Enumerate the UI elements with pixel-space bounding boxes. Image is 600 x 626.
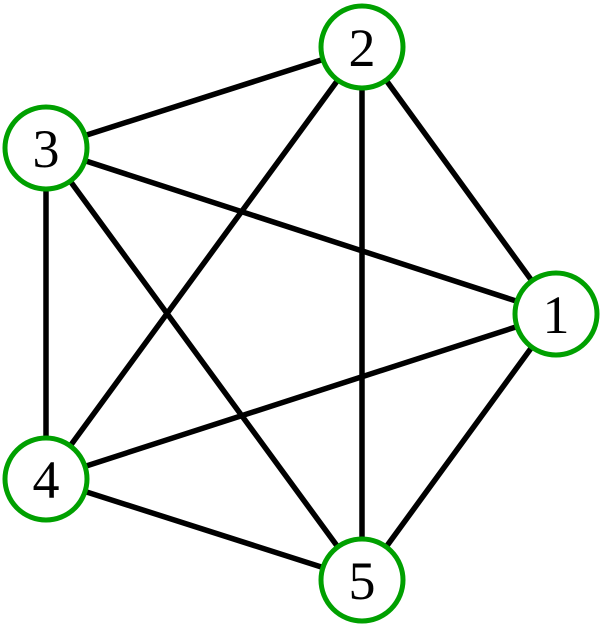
node-label-3: 3 (33, 119, 60, 179)
node-circle-2 (318, 3, 406, 91)
node-5: 5 (318, 536, 406, 624)
node-circle-4 (2, 435, 90, 523)
node-label-5: 5 (349, 551, 376, 611)
node-label-1: 1 (543, 285, 570, 345)
edge-1-3 (45, 145, 557, 317)
node-2: 2 (318, 3, 406, 91)
node-circle-3 (2, 104, 90, 192)
node-label-4: 4 (33, 450, 60, 510)
edge-2-4 (43, 45, 365, 481)
edge-1-5 (359, 312, 559, 582)
edge-1-4 (45, 311, 557, 482)
node-circle-1 (512, 270, 600, 358)
edge-1-2 (359, 45, 559, 316)
edge-4-5 (45, 476, 363, 583)
node-1: 1 (512, 270, 600, 358)
node-4: 4 (2, 435, 90, 523)
node-circle-5 (318, 536, 406, 624)
edge-2-3 (45, 44, 363, 151)
node-3: 3 (2, 104, 90, 192)
edge-3-5 (43, 146, 365, 582)
node-label-2: 2 (349, 18, 376, 78)
